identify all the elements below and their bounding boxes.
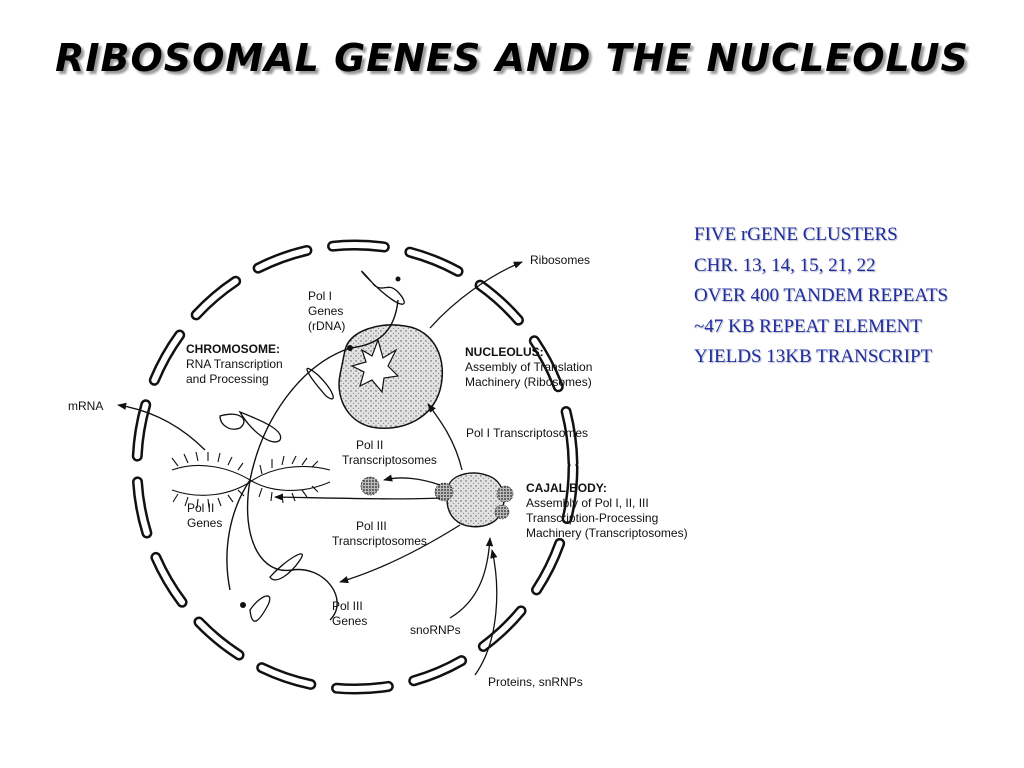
pol2-transcriptosome-blob	[360, 476, 380, 496]
chromosome-strand	[226, 299, 399, 621]
pol2-transcriptosomes-label: Pol II Transcriptosomes	[342, 438, 437, 467]
cajal-body-shape	[434, 472, 514, 528]
mrna-label: mRNA	[68, 399, 103, 413]
chromosome-heading: CHROMOSOME:	[186, 342, 280, 356]
pol1-transcriptosomes-label: Pol I Transcriptosomes	[466, 426, 588, 440]
pol2-genes-label: Pol II Genes	[187, 501, 222, 530]
fact-item: YIELDS 13KB TRANSCRIPT	[694, 346, 933, 367]
cajal-heading: CAJAL BODY:	[526, 481, 607, 495]
gene-loci-dots	[240, 276, 401, 608]
pol1-genes-label: Pol I Genes (rDNA)	[308, 289, 347, 333]
fact-item: ~47 KB REPEAT ELEMENT	[694, 315, 922, 337]
fact-item: FIVE rGENE CLUSTERS	[694, 224, 898, 245]
figure-eight-loops	[219, 270, 405, 622]
ribosomes-label: Ribosomes	[530, 253, 590, 267]
nucleolus-shape	[338, 324, 444, 429]
pol2-gene-bristles	[171, 451, 331, 509]
slide-title: Ribosomal Genes and the Nucleolus	[55, 36, 969, 80]
fact-item: OVER 400 TANDEM REPEATS	[694, 285, 949, 306]
snornps-label: snoRNPs	[410, 623, 461, 637]
facts-list: FIVE rGENE CLUSTERS CHR. 13, 14, 15, 21,…	[694, 220, 1014, 373]
arrows	[117, 261, 523, 676]
pol3-transcriptosomes-label: Pol III Transcriptosomes	[332, 519, 427, 548]
cajal-desc: Assembly of Pol I, II, III Transcription…	[526, 496, 688, 540]
chromosome-desc: RNA Transcription and Processing	[186, 357, 286, 386]
nucleolus-heading: NUCLEOLUS:	[465, 345, 544, 359]
proteins-snrnps-label: Proteins, snRNPs	[488, 675, 583, 689]
nuclear-envelope	[131, 239, 579, 695]
nucleolus-desc: Assembly of Translation Machinery (Ribos…	[465, 360, 596, 389]
fact-item: CHR. 13, 14, 15, 21, 22	[694, 254, 876, 276]
pol3-genes-label: Pol III Genes	[332, 599, 367, 628]
